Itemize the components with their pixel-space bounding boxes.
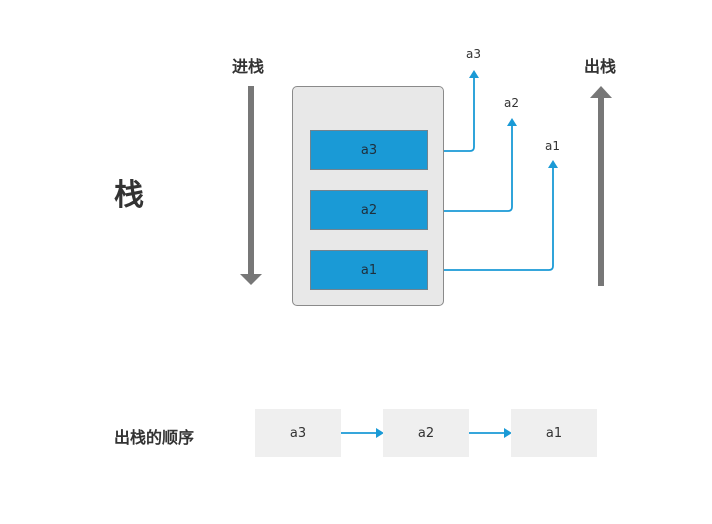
connector-a1-head bbox=[548, 160, 558, 168]
pop-arrow bbox=[590, 86, 612, 286]
pop-output-a2: a2 bbox=[504, 96, 519, 110]
stack-item-a3: a3 bbox=[310, 130, 428, 170]
connector-a3 bbox=[426, 76, 475, 152]
connector-a3-head bbox=[469, 70, 479, 78]
pop-output-a1: a1 bbox=[545, 139, 560, 153]
stack-item-a1: a1 bbox=[310, 250, 428, 290]
connector-a2 bbox=[426, 124, 513, 212]
connector-a1 bbox=[426, 166, 554, 271]
pop-output-a3: a3 bbox=[466, 47, 481, 61]
order-item-a2: a2 bbox=[383, 409, 469, 457]
pop-label: 出栈 bbox=[584, 57, 617, 76]
order-arrow-1 bbox=[341, 428, 384, 438]
diagram-title: 栈 bbox=[114, 178, 144, 213]
push-label: 进栈 bbox=[232, 57, 265, 76]
connector-a2-head bbox=[507, 118, 517, 126]
stack-item-a2: a2 bbox=[310, 190, 428, 230]
order-item-a1: a1 bbox=[511, 409, 597, 457]
push-arrow bbox=[240, 86, 262, 285]
pop-order-label: 出栈的顺序 bbox=[114, 428, 195, 447]
order-arrow-2 bbox=[469, 428, 512, 438]
order-item-a3: a3 bbox=[255, 409, 341, 457]
